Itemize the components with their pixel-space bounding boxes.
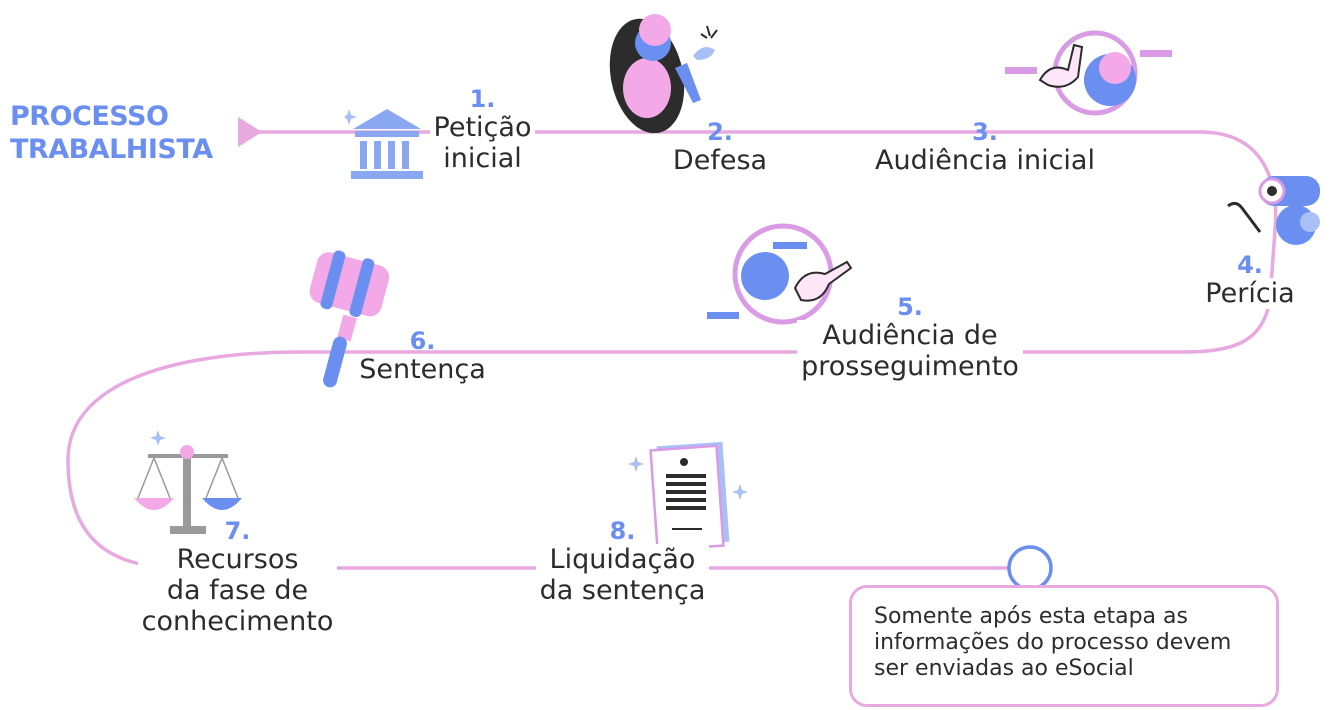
step-1: 1. Petição inicial [400, 86, 565, 174]
investigator-binoculars-icon [1227, 176, 1320, 245]
step-1-label: Petição inicial [429, 112, 536, 174]
step-8: 8. Liquidação da sentença [520, 518, 725, 606]
step-7-label: Recursos da fase de conhecimento [137, 544, 338, 637]
step-7: 7. Recursos da fase de conhecimento [115, 518, 360, 637]
step-4-number: 4. [1237, 251, 1263, 279]
pointing-hand-person-icon [707, 223, 853, 325]
step-6-label: Sentença [355, 354, 490, 385]
esocial-note-text: Somente após esta etapa as informações d… [874, 604, 1232, 681]
step-3-label: Audiência inicial [871, 145, 1099, 176]
step-8-label: Liquidação da sentença [535, 544, 710, 606]
esocial-note: Somente após esta etapa as informações d… [849, 585, 1279, 707]
step-3: 3. Audiência inicial [840, 119, 1130, 176]
step-6: 6. Sentença [340, 328, 505, 385]
step-5: 5. Audiência de prosseguimento [770, 294, 1050, 382]
gavel-icon [309, 250, 390, 388]
diagram-title: PROCESSO TRABALHISTA [10, 100, 213, 166]
courthouse-icon [345, 109, 423, 179]
title-line-1: PROCESSO [10, 101, 169, 132]
step-8-number: 8. [609, 517, 636, 545]
step-6-number: 6. [409, 327, 436, 355]
scales-of-justice-icon [134, 430, 242, 534]
step-2: 2. Defesa [640, 119, 800, 176]
start-arrow-icon [238, 117, 262, 147]
step-4: 4. Perícia [1180, 252, 1320, 309]
step-2-number: 2. [707, 118, 733, 146]
step-7-number: 7. [224, 517, 251, 545]
document-icon [628, 441, 748, 552]
person-defending-icon [609, 14, 718, 133]
step-3-number: 3. [972, 118, 998, 146]
step-4-label: Perícia [1201, 278, 1299, 309]
step-1-number: 1. [469, 85, 496, 113]
milestone-circle [1007, 545, 1053, 591]
step-2-label: Defesa [668, 145, 772, 176]
pointing-hand-person-icon [1005, 30, 1172, 116]
title-line-2: TRABALHISTA [10, 134, 213, 165]
step-5-label: Audiência de prosseguimento [797, 320, 1023, 382]
step-5-number: 5. [897, 293, 923, 321]
